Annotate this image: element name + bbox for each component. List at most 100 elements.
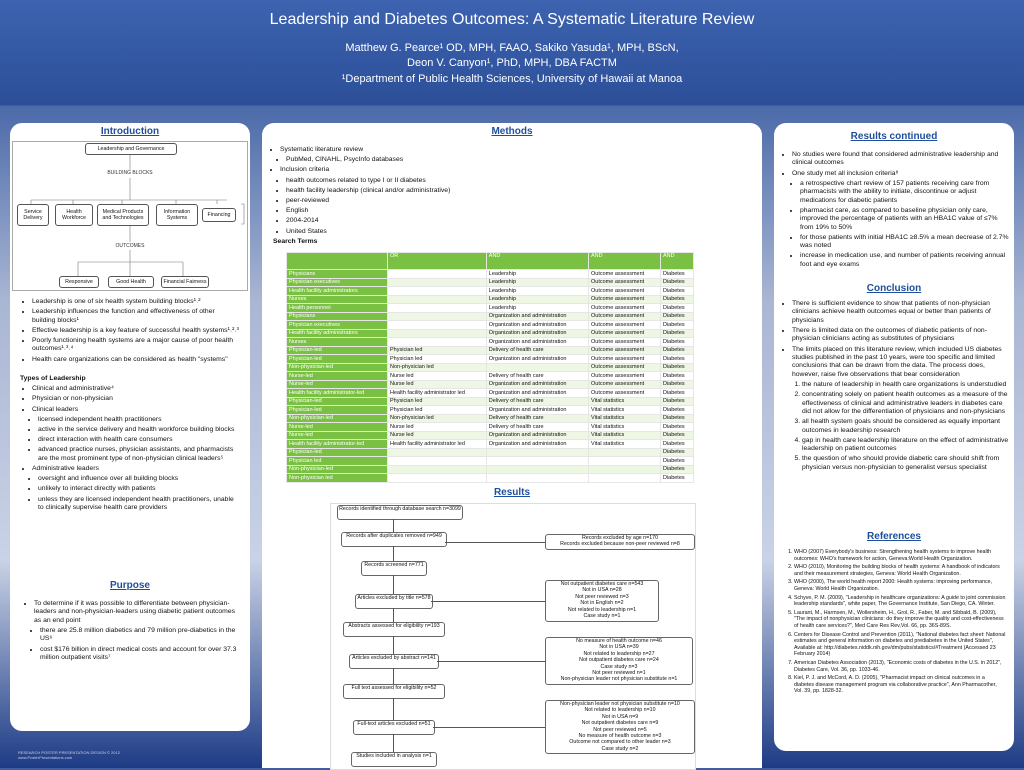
flow-arrow (393, 546, 394, 561)
table-cell: Vital statistics (588, 405, 661, 415)
reference-item: WHO (2007) Everybody's business: Strengt… (794, 549, 1006, 562)
outcome-responsive: Responsive (59, 276, 99, 288)
flow-side-line: Not in USA n=28 (582, 587, 622, 594)
diagram-block-information-systems: Information Systems (156, 204, 198, 226)
affiliation: ¹Department of Public Health Sciences, U… (341, 73, 683, 85)
purpose-list: To determine if it was possible to diffe… (24, 600, 240, 625)
flow-side-line: Not outpatient diabetes care n=543 (560, 581, 644, 587)
flow-side-line: Not in USA n=9 (601, 713, 639, 720)
table-cell: Outcome assessment (588, 286, 661, 296)
purpose-sub: cost $176 billion in direct medical cost… (40, 646, 240, 663)
table-cell: Non-physician-led (286, 362, 388, 372)
table-cell: Nurse led (387, 422, 487, 432)
table-cell: Non-physician-led (286, 413, 388, 423)
observations-list: the nature of leadership in health care … (782, 381, 1012, 472)
authors-line-2: Deon V. Canyon¹, PhD, MPH, DBA FACTM (407, 57, 617, 69)
inclusion-item: 2004-2014 (286, 217, 570, 225)
table-header-cell (286, 252, 388, 270)
table-cell: Nurse-led (286, 379, 388, 389)
table-row: Physicians Organization and administratio… (286, 311, 695, 321)
clinical-item: direct interaction with health care cons… (38, 436, 240, 444)
flow-side-line: No measure of health outcome n=3 (578, 733, 662, 740)
table-cell (588, 473, 661, 483)
table-cell: Organization and administration (485, 388, 590, 398)
table-cell: Physicians (286, 311, 388, 321)
conclusion-item: There is sufficient evidence to show tha… (792, 300, 1012, 325)
flow-arrow (445, 542, 545, 543)
search-terms-label: Search Terms (273, 237, 318, 245)
table-cell: Physician-led (286, 447, 388, 457)
table-cell: Physician executives (286, 320, 388, 330)
table-cell: Nurses (286, 294, 388, 304)
table-cell: Diabetes (659, 354, 695, 364)
reference-item: American Diabetes Association (2013), "E… (794, 660, 1006, 673)
results-cont-item: No studies were found that considered ad… (792, 151, 1010, 168)
table-cell (588, 447, 661, 457)
flow-included: Studies included in analysis n=1 (351, 752, 437, 767)
table-cell: Organization and administration (485, 311, 590, 321)
table-cell: Vital statistics (588, 439, 661, 449)
results-continued-text: No studies were found that considered ad… (782, 151, 1010, 271)
intro-text: Leadership is one of six health system b… (20, 298, 240, 514)
table-cell: Nurse led (387, 371, 487, 381)
table-cell: Nurses (286, 337, 388, 347)
observation-item: concentrating solely on patient health o… (802, 391, 1012, 416)
flow-side-line: Not outpatient diabetes care n=9 (581, 720, 659, 727)
health-system-diagram: Leadership and Governance BUILDING BLOCK… (12, 141, 248, 291)
table-cell: Outcome assessment (588, 328, 661, 338)
inclusion-item: United States (286, 228, 570, 236)
table-cell: Leadership (485, 286, 590, 296)
intro-bullet: Leadership is one of six health system b… (32, 298, 240, 306)
type-item: Physician or non-physician (32, 395, 240, 403)
reference-item: Centers for Disease Control and Preventi… (794, 632, 1006, 658)
inclusion-item: health facility leadership (clinical and… (286, 187, 570, 195)
footer-link[interactable]: www.PosterPresentations.com (18, 755, 73, 760)
table-cell: Diabetes (659, 388, 695, 398)
flow-side-line: Not outpatient diabetes care n=24 (579, 657, 659, 664)
diagram-block-service-delivery: Service Delivery (17, 204, 49, 226)
flow-side-line: Not in USA n=39 (599, 644, 639, 651)
flow-arrow (393, 519, 394, 532)
flow-side-line: Case study n=2 (601, 745, 639, 752)
table-cell: Health facility administrator-led (286, 439, 388, 449)
table-cell: Outcome assessment (588, 379, 661, 389)
table-cell: Physician executives (286, 277, 388, 287)
methods-list: Systematic literature review (270, 146, 570, 154)
intro-title: Introduction (100, 126, 160, 137)
table-cell: Diabetes (659, 456, 695, 466)
table-cell: Diabetes (659, 371, 695, 381)
table-cell: Outcome assessment (588, 362, 661, 372)
admin-heading: Administrative leaders (32, 465, 240, 473)
flow-full-text-excluded: Full-text articles excluded n=51 (353, 720, 435, 735)
table-cell: Vital statistics (588, 422, 661, 432)
methods-text: Systematic literature review PubMed, CIN… (270, 146, 570, 246)
flow-screened: Records screened n=771 (361, 561, 427, 576)
table-cell: Nurse-led (286, 371, 388, 381)
flow-side-line: Case study n=1 (583, 613, 621, 620)
table-cell: Diabetes (659, 345, 695, 355)
reference-item: Kiel, P. J. and McCord, A. D. (2005), "P… (794, 675, 1006, 695)
table-cell: Delivery of health care (485, 413, 590, 423)
outcome-financial-fairness: Financial Fairness (161, 276, 209, 288)
references-list: WHO (2007) Everybody's business: Strengt… (782, 549, 1006, 695)
table-cell (387, 328, 487, 338)
purpose-title: Purpose (109, 580, 150, 591)
diagram-block-health-workforce: Health Workforce (55, 204, 93, 226)
references-title: References (867, 531, 921, 542)
reference-item: WHO (2000), The world health report 2000… (794, 579, 1006, 592)
table-cell: Health personnel (286, 303, 388, 313)
table-cell: Outcome assessment (588, 277, 661, 287)
flow-side-line: Non-physician leader not physician subst… (560, 676, 678, 683)
flow-arrow (393, 575, 394, 594)
